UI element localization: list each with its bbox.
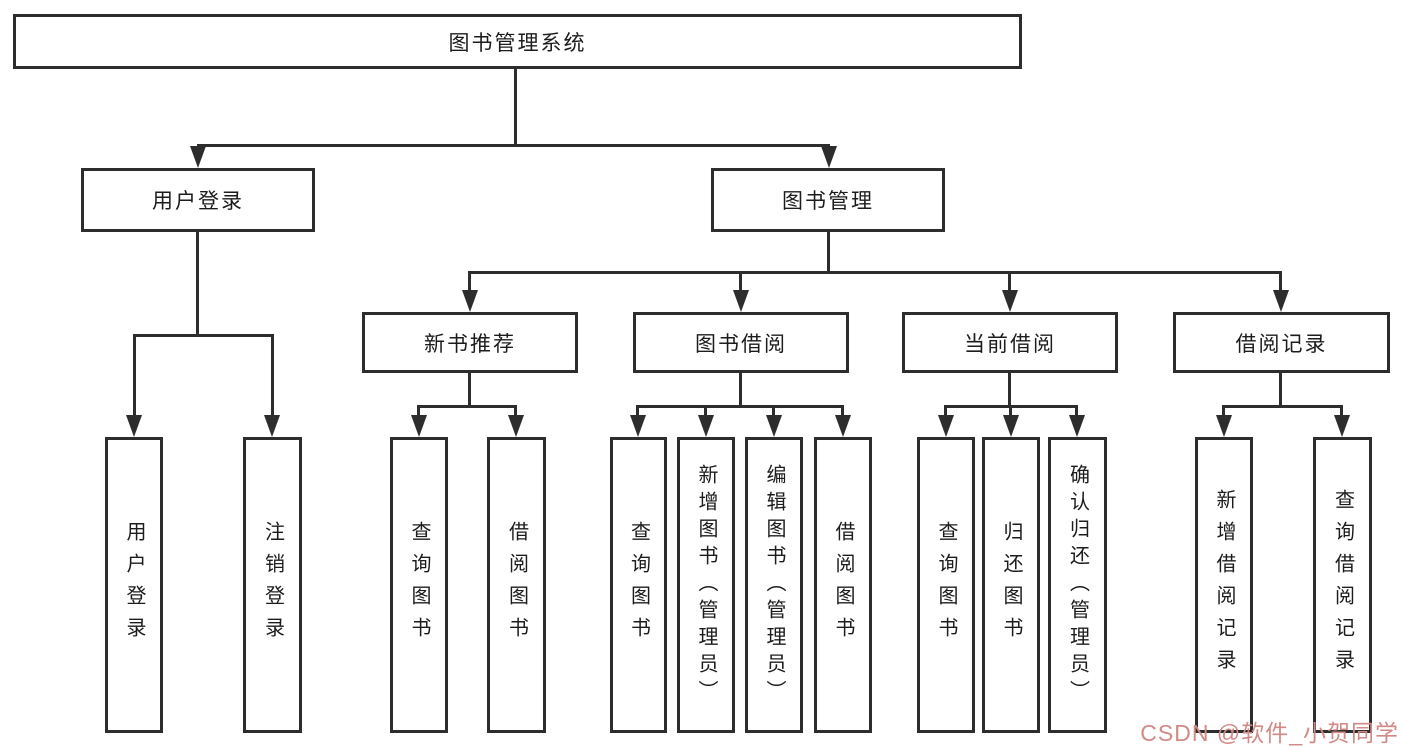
connector-stem [1009,408,1012,418]
connector-root-drop [514,68,517,147]
leaf-newrec-borrow-books: 借阅图书 [487,437,546,733]
node-book-borrow: 图书借阅 [633,312,849,373]
leaf-bb-borrow-books: 借阅图书 [814,437,872,733]
connector-bus-new-rec [417,405,517,408]
arrowhead-down-icon [411,415,427,437]
node-root-label: 图书管理系统 [448,31,587,55]
leaf-label: 借阅图书 [505,521,528,649]
connector-stem [417,408,420,418]
leaf-label: 编辑图书（管理员） [763,463,785,707]
connector-current-borrow-drop [1008,373,1011,408]
connector-user-login-drop [196,230,199,337]
node-new-rec-label: 新书推荐 [424,332,516,356]
leaf-logout: 注销登录 [243,437,302,733]
connector-bus-level3 [468,271,1282,274]
connector-stem [1008,274,1011,294]
node-book-mgmt: 图书管理 [711,168,945,232]
leaf-label: 查询图书 [935,521,957,649]
leaf-user-login: 用户登录 [105,437,163,733]
connector-stem [133,337,136,419]
connector-stem [1279,274,1282,294]
connector-stem [468,274,471,294]
leaf-label: 查询借阅记录 [1331,489,1354,681]
node-new-rec: 新书推荐 [362,312,578,373]
arrowhead-down-icon [835,415,851,437]
arrowhead-down-icon [190,146,206,168]
arrowhead-down-icon [462,290,478,312]
connector-stem [841,408,844,418]
node-current-borrow: 当前借阅 [902,312,1118,373]
leaf-cb-confirm-return-admin: 确认归还（管理员） [1048,437,1107,733]
leaf-label: 借阅图书 [832,521,854,649]
leaf-cb-return-books: 归还图书 [982,437,1040,733]
node-borrow-records: 借阅记录 [1173,312,1390,373]
node-current-borrow-label: 当前借阅 [964,332,1056,356]
leaf-bb-query-books: 查询图书 [610,437,667,733]
arrowhead-down-icon [264,415,280,437]
leaf-label: 新增图书（管理员） [695,463,717,707]
leaf-newrec-query-books: 查询图书 [390,437,448,733]
arrowhead-down-icon [766,415,782,437]
arrowhead-down-icon [698,415,714,437]
connector-stem [772,408,775,418]
leaf-label: 查询图书 [627,521,650,649]
connector-bus-borrow-records [1222,405,1343,408]
arrowhead-down-icon [508,415,524,437]
connector-borrow-records-drop [1279,373,1282,408]
connector-bus-level2 [197,144,830,147]
connector-stem [636,408,639,418]
leaf-label: 用户登录 [123,521,145,649]
watermark: CSDN @软件_小贺同学 [1140,720,1399,746]
node-user-login-label: 用户登录 [152,190,244,213]
arrowhead-down-icon [1334,415,1350,437]
arrowhead-down-icon [733,290,749,312]
leaf-cb-query-books: 查询图书 [917,437,975,733]
node-user-login: 用户登录 [81,168,315,232]
leaf-label: 确认归还（管理员） [1066,463,1089,707]
leaf-label: 查询图书 [408,521,430,649]
node-root: 图书管理系统 [13,14,1022,69]
leaf-bb-edit-books-admin: 编辑图书（管理员） [745,437,803,733]
arrowhead-down-icon [1273,290,1289,312]
leaf-label: 新增借阅记录 [1213,489,1235,681]
arrowhead-down-icon [630,415,646,437]
connector-book-mgmt-drop [827,230,830,274]
leaf-label: 归还图书 [1000,521,1022,649]
node-borrow-records-label: 借阅记录 [1235,332,1328,356]
connector-new-rec-drop [468,373,471,408]
connector-stem [1340,408,1343,418]
arrowhead-down-icon [938,415,954,437]
node-book-mgmt-label: 图书管理 [782,190,874,213]
connector-stem [1075,408,1078,418]
connector-stem [1222,408,1225,418]
connector-bus-book-borrow [636,405,844,408]
arrowhead-down-icon [1069,415,1085,437]
leaf-br-query-record: 查询借阅记录 [1313,437,1372,733]
node-book-borrow-label: 图书借阅 [695,332,787,356]
connector-stem [944,408,947,418]
connector-stem [271,337,274,419]
arrowhead-down-icon [1002,290,1018,312]
connector-bus-current-borrow [944,405,1078,408]
connector-book-borrow-drop [739,373,742,408]
arrowhead-down-icon [126,415,142,437]
connector-stem [514,408,517,418]
arrowhead-down-icon [821,146,837,168]
leaf-br-add-record: 新增借阅记录 [1195,437,1253,733]
leaf-bb-add-books-admin: 新增图书（管理员） [677,437,735,733]
connector-bus-user-login [133,334,274,337]
arrowhead-down-icon [1216,415,1232,437]
leaf-label: 注销登录 [261,521,284,649]
connector-stem [704,408,707,418]
connector-stem [739,274,742,294]
arrowhead-down-icon [1003,415,1019,437]
